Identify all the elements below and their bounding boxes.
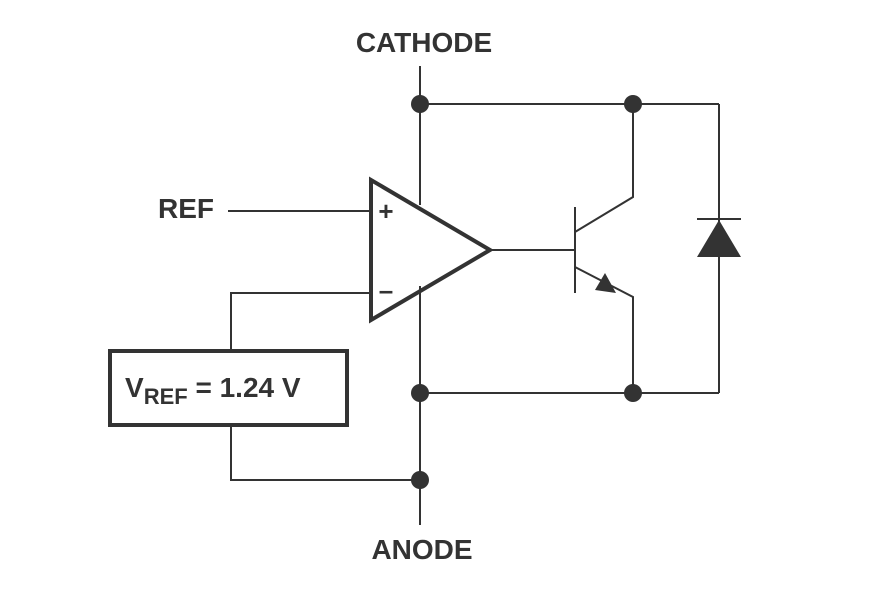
junction-dot-top-left (411, 95, 429, 113)
vref-box (108, 349, 349, 427)
inverting-input-wire (230, 292, 371, 351)
minus-sign: – (379, 275, 393, 305)
transistor-emitter (574, 266, 634, 393)
diode-icon (697, 220, 741, 257)
vref-value-text: = 1.24 V (188, 372, 301, 403)
opamp-triangle (369, 176, 494, 324)
anode-label: ANODE (371, 534, 472, 565)
vref-main-text: V (125, 372, 144, 403)
vref-subscript: REF (144, 384, 188, 409)
junction-dot-top-right (624, 95, 642, 113)
junction-dot-bottom-right (624, 384, 642, 402)
ref-label: REF (158, 193, 214, 224)
transistor-collector (574, 104, 634, 233)
vref-return-wire (230, 426, 420, 481)
cathode-label: CATHODE (356, 27, 492, 58)
junction-dot-bottom-left (411, 384, 429, 402)
emitter-arrow-icon (595, 273, 616, 293)
vref-label: VREF = 1.24 V (125, 372, 301, 409)
plus-sign: + (378, 196, 393, 226)
junction-dot-anode (411, 471, 429, 489)
